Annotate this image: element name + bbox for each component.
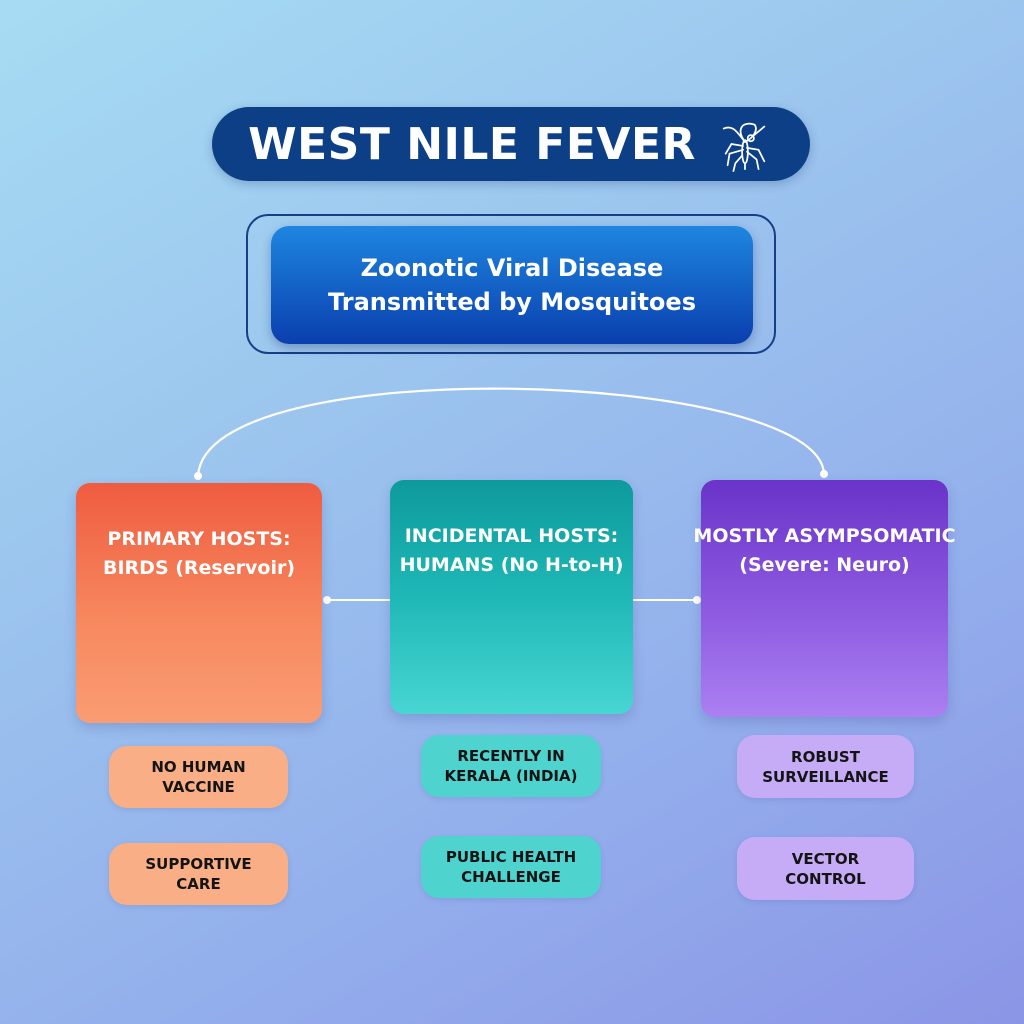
connector-dot <box>194 472 202 480</box>
supportive-care-pill: SUPPORTIVE CARE <box>109 843 288 905</box>
pill-line-2: SURVEILLANCE <box>762 767 889 786</box>
connector-dot <box>820 470 828 478</box>
pill-line-2: CONTROL <box>785 869 866 888</box>
pill-line-2: CHALLENGE <box>461 868 561 886</box>
card-line-1: PRIMARY HOSTS: <box>107 528 291 550</box>
connector-dot <box>323 596 331 604</box>
top-arc-connector <box>196 387 826 477</box>
subtitle-line-2: Transmitted by Mosquitoes <box>328 288 696 316</box>
subtitle-box: Zoonotic Viral Disease Transmitted by Mo… <box>271 226 753 344</box>
card-line-1: MOSTLY ASYMPSOMATIC <box>693 525 956 547</box>
recently-in-kerala-pill: RECENTLY IN KERALA (INDIA) <box>421 735 601 797</box>
pill-line-1: ROBUST <box>791 747 860 766</box>
pill-line-1: NO HUMAN <box>151 758 246 776</box>
connector-dot <box>693 596 701 604</box>
card-line-2: (Severe: Neuro) <box>739 554 910 576</box>
page-title: WEST NILE FEVER <box>248 118 696 170</box>
symptoms-card: MOSTLY ASYMPSOMATIC (Severe: Neuro) <box>693 480 956 717</box>
card-line-2: BIRDS (Reservoir) <box>102 557 296 579</box>
card-line-1: INCIDENTAL HOSTS: <box>404 525 619 547</box>
pill-line-2: CARE <box>176 875 221 893</box>
subtitle-line-1: Zoonotic Viral Disease <box>360 254 664 282</box>
pill-line-2: KERALA (INDIA) <box>444 767 578 785</box>
mosquito-icon <box>722 122 766 172</box>
pill-line-1: RECENTLY IN <box>457 747 565 765</box>
no-human-vaccine-pill: NO HUMAN VACCINE <box>109 746 288 808</box>
subtitle-frame <box>246 214 776 354</box>
title-banner: WEST NILE FEVER <box>212 107 810 181</box>
pill-line-1: PUBLIC HEALTH <box>445 848 577 866</box>
pill-line-1: VECTOR <box>791 849 860 868</box>
card-line-2: HUMANS (No H-to-H) <box>399 554 624 576</box>
public-health-challenge-pill: PUBLIC HEALTH CHALLENGE <box>421 836 601 898</box>
incidental-hosts-card: INCIDENTAL HOSTS: HUMANS (No H-to-H) <box>390 480 633 714</box>
pill-line-2: VACCINE <box>162 778 235 796</box>
pill-line-1: SUPPORTIVE <box>145 855 252 873</box>
primary-hosts-card: PRIMARY HOSTS: BIRDS (Reservoir) <box>76 483 322 723</box>
